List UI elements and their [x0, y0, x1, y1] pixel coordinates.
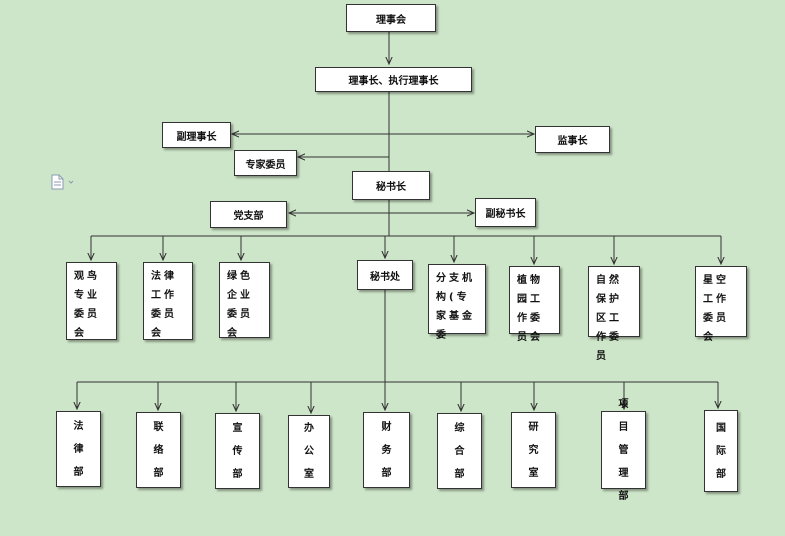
- chair-box: 理事长、执行理事长: [315, 67, 472, 92]
- department-project-management: 项目管理部: [601, 399, 646, 502]
- department-international: 国际部: [704, 410, 738, 492]
- committee-branch-fund: 分支机构(专家基金委: [428, 264, 486, 341]
- committee-starry-sky: 星空工作委员会: [695, 266, 747, 343]
- department-finance: 财务部: [363, 412, 410, 488]
- committee-legal: 法律工作委员会: [143, 262, 193, 340]
- vice-chair-box: 副理事长: [162, 122, 231, 148]
- supervisor-box: 监事长: [535, 126, 610, 153]
- department-research: 研究室: [511, 412, 556, 488]
- committee-botanical-garden: 植物园工作委员会: [509, 266, 560, 343]
- deputy-secretary-general-box: 副秘书长: [475, 198, 536, 227]
- committee-nature-reserve: 自然保护区工作委员: [588, 266, 640, 362]
- department-liaison: 联络部: [136, 412, 181, 488]
- committee-green-enterprise: 绿色企业委员会: [219, 262, 270, 339]
- department-general: 综合部: [437, 413, 482, 489]
- secretary-general-box: 秘书长: [352, 171, 430, 200]
- experts-box: 专家委员: [234, 150, 297, 176]
- department-legal: 法律部: [56, 411, 101, 487]
- board-box: 理事会: [346, 4, 436, 32]
- department-office: 办公室: [288, 415, 330, 488]
- secretariat-box: 秘书处: [357, 260, 413, 290]
- party-branch-box: 党支部: [210, 201, 287, 228]
- department-publicity: 宣传部: [215, 413, 260, 489]
- document-icon: [50, 174, 78, 194]
- committee-birdwatching: 观鸟专业委员会: [66, 262, 117, 340]
